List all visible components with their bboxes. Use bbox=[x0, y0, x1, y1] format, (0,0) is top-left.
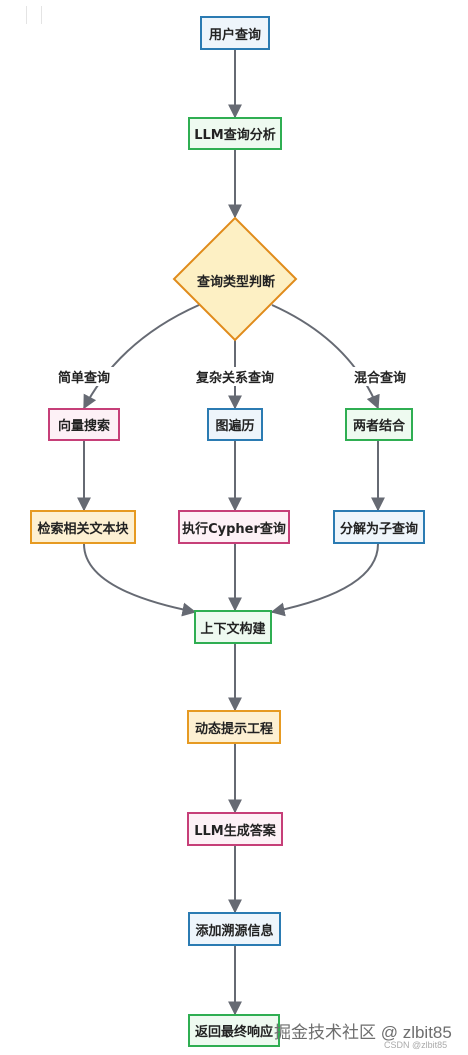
context-build-node[interactable]: 上下文构建 bbox=[194, 610, 272, 644]
edge-label-hybrid-query: 混合查询 bbox=[349, 367, 411, 386]
watermark-juejin: 掘金技术社区 @ zlbit85 bbox=[274, 1023, 452, 1042]
split-subqueries-node[interactable]: 分解为子查询 bbox=[333, 510, 425, 544]
edge-label-simple-query: 简单查询 bbox=[53, 367, 115, 386]
edge-decision-to-combine bbox=[271, 304, 380, 410]
return-response-node[interactable]: 返回最终响应 bbox=[188, 1014, 280, 1047]
vector-search-node[interactable]: 向量搜索 bbox=[48, 408, 120, 441]
graph-traversal-node[interactable]: 图遍历 bbox=[207, 408, 263, 441]
combine-both-node[interactable]: 两者结合 bbox=[345, 408, 413, 441]
edge-retrieve-to-context bbox=[83, 543, 197, 617]
user-query-node[interactable]: 用户查询 bbox=[200, 16, 270, 50]
dynamic-prompt-node[interactable]: 动态提示工程 bbox=[187, 710, 281, 744]
execute-cypher-node[interactable]: 执行Cypher查询 bbox=[178, 510, 290, 544]
edge-label-complex-query: 复杂关系查询 bbox=[191, 367, 279, 386]
edge-split-to-context bbox=[270, 543, 379, 617]
edge-decision-to-vector bbox=[83, 304, 200, 410]
llm-answer-node[interactable]: LLM生成答案 bbox=[187, 812, 283, 846]
query-type-decision-shape bbox=[172, 216, 298, 342]
add-provenance-node[interactable]: 添加溯源信息 bbox=[188, 912, 281, 946]
llm-analysis-node[interactable]: LLM查询分析 bbox=[188, 117, 282, 150]
top-left-mark bbox=[26, 6, 42, 24]
retrieve-chunks-node[interactable]: 检索相关文本块 bbox=[30, 510, 136, 544]
watermark-csdn: CSDN @zlbit85 bbox=[384, 1040, 448, 1050]
query-type-decision-label: 查询类型判断 bbox=[196, 275, 275, 290]
